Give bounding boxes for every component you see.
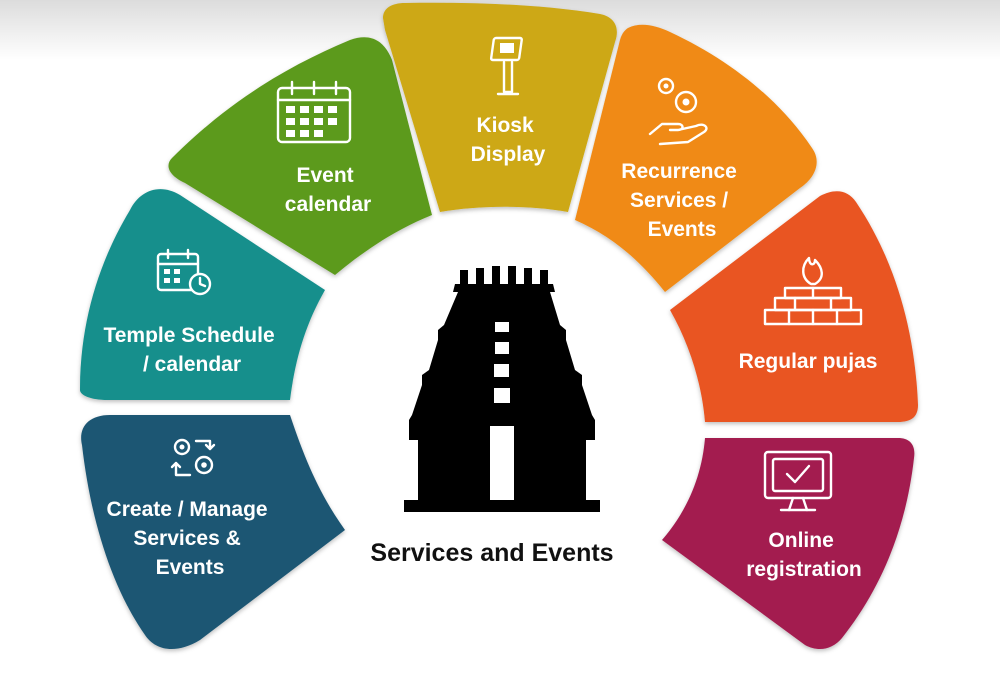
temple-gopuram-icon <box>404 266 600 512</box>
segment-create-manage[interactable]: Create / Manage Services & Events <box>81 415 345 649</box>
segment-label: Regular pujas <box>739 350 878 373</box>
center-title: Services and Events <box>370 539 613 567</box>
segment-online-registration[interactable]: Online registration <box>662 438 914 649</box>
